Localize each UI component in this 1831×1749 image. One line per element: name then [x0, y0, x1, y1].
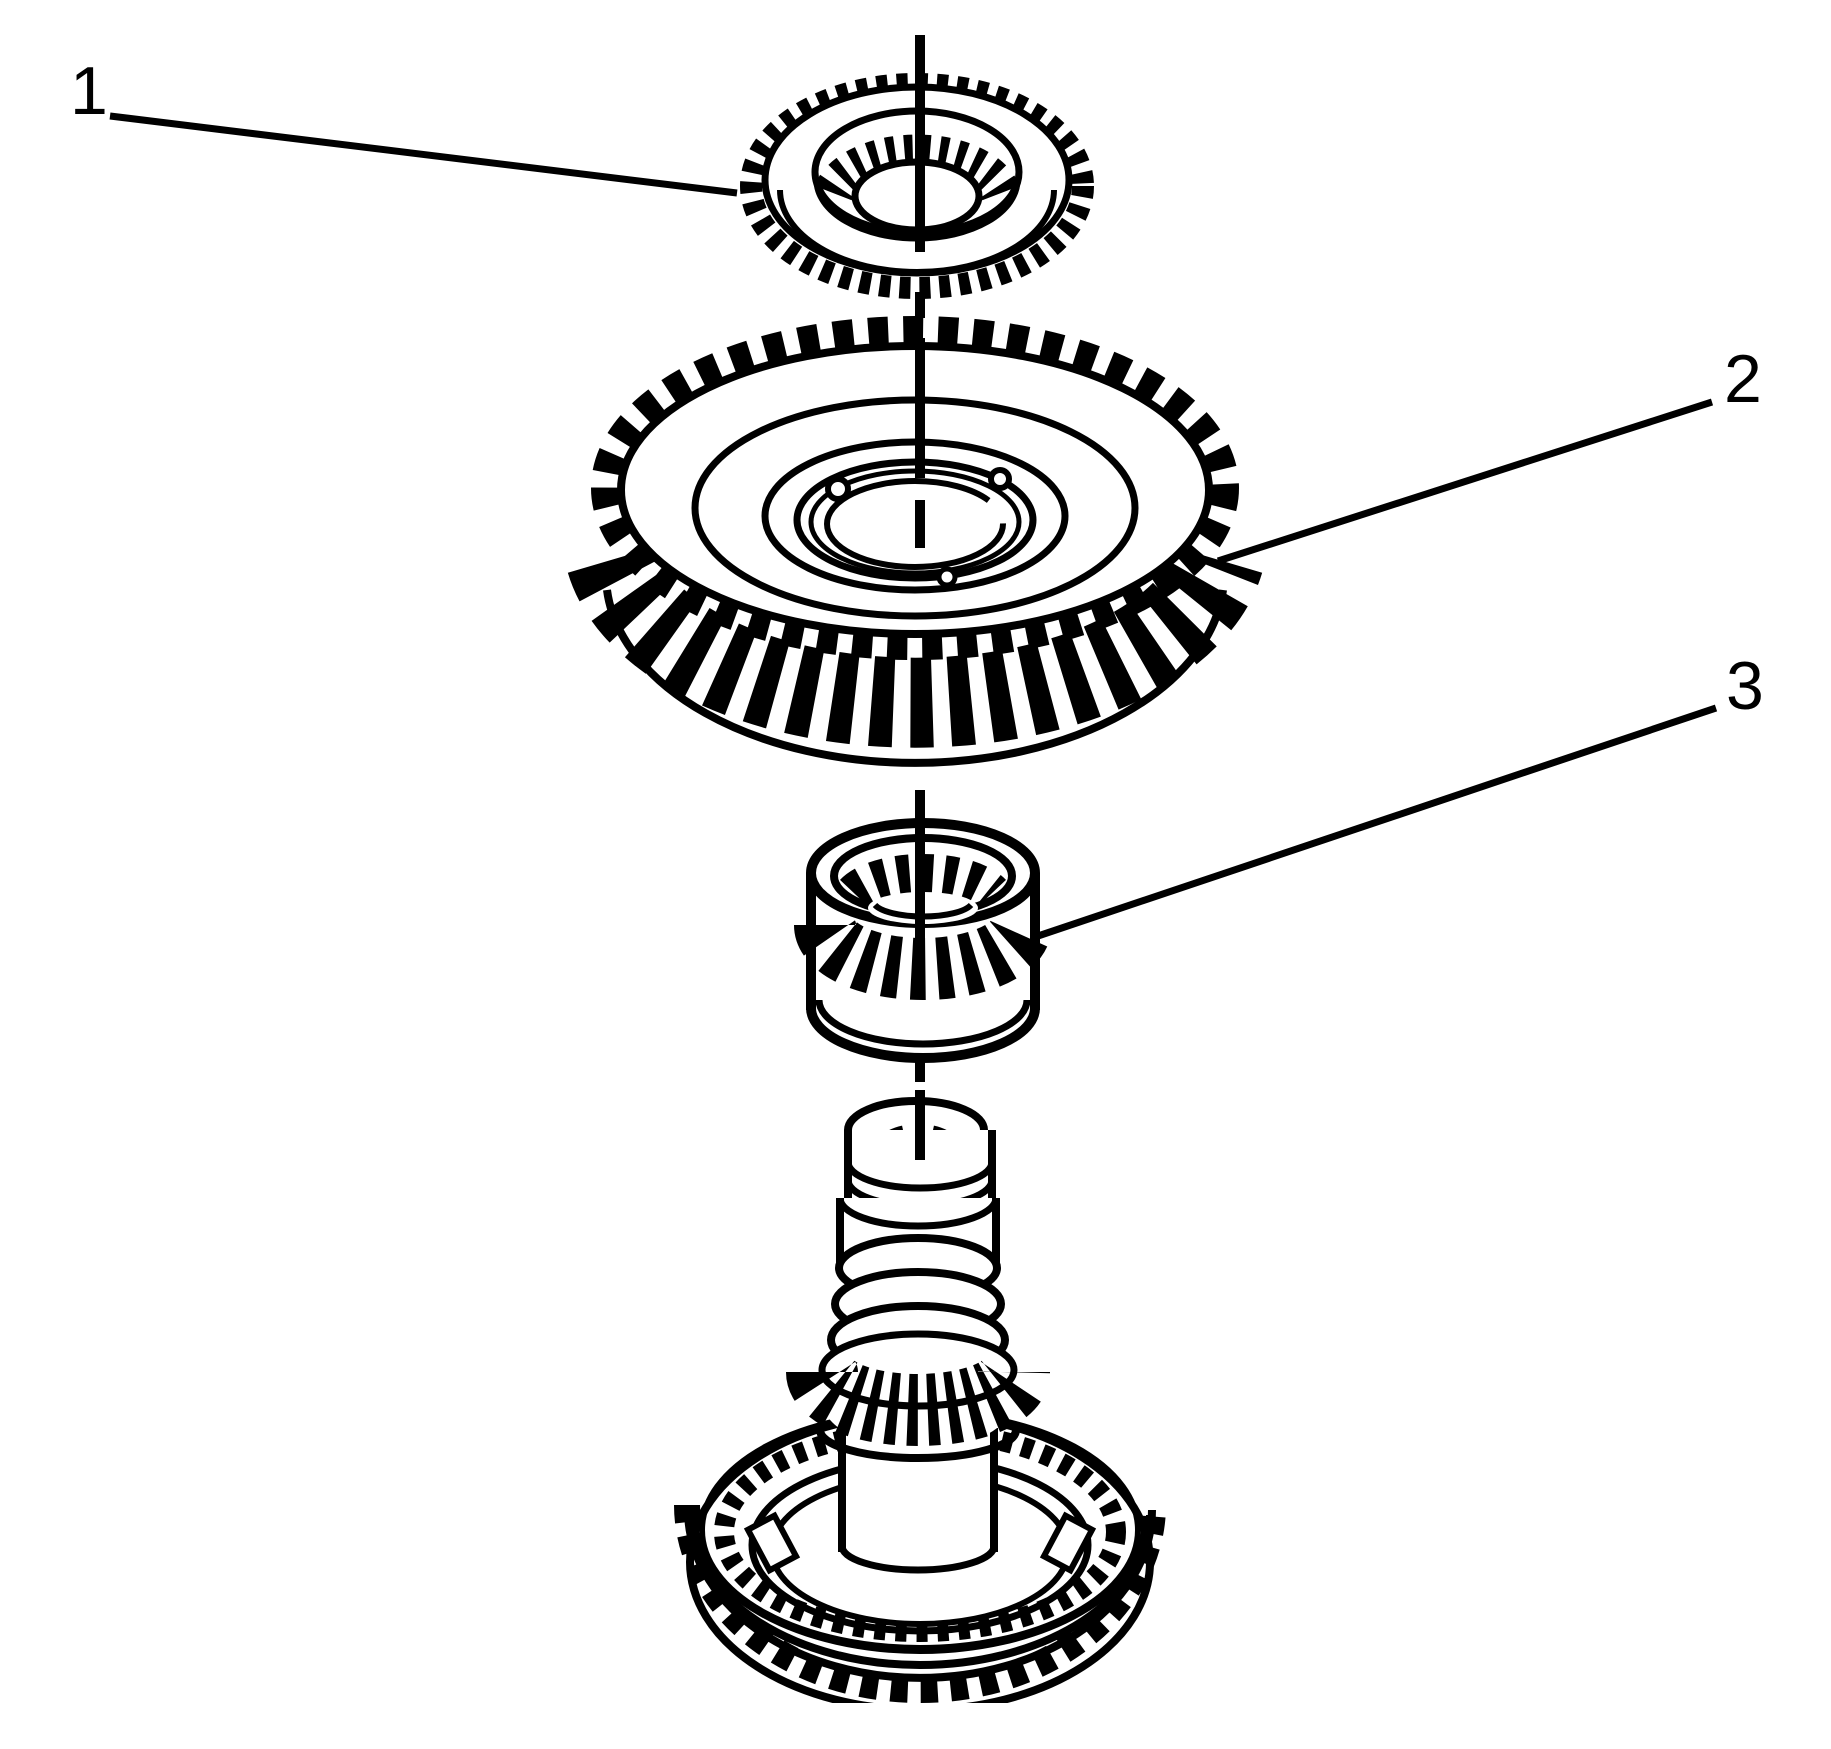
gear-circlip: [824, 478, 1006, 570]
hub-bottom-gear-teeth: [674, 1504, 1166, 1703]
gear-bottom-edge: [603, 589, 1227, 767]
ring-internal-splines: [814, 134, 1020, 202]
hub-key-left: [743, 1511, 801, 1575]
callout-3-label: 3: [1726, 648, 1764, 724]
shaft-splines: [786, 1359, 1050, 1446]
callout-1-label: 1: [70, 53, 108, 129]
shaft-shoulder: [836, 1197, 1000, 1230]
shaft-ridge-1: [844, 1161, 996, 1192]
circlip-tab-right: [988, 467, 1012, 491]
callout-3-leader: [1036, 704, 1718, 940]
callout-2-leader: [1216, 398, 1714, 565]
shaft-spline-collar-bottom: [816, 1429, 1020, 1462]
ring-flange-inner-edge: [777, 189, 1057, 275]
circlip-tab-left: [825, 476, 851, 502]
callouts: 1 2 3: [70, 53, 1764, 940]
callout-1-leader: [109, 112, 738, 197]
callout-2-label: 2: [1724, 341, 1762, 417]
hub-key-right: [1039, 1511, 1097, 1575]
bearing-bottom-rim: [815, 999, 1031, 1048]
gear-side-teeth: [567, 545, 1263, 748]
gear-face-teeth: [591, 316, 1239, 660]
output-shaft-part: [674, 1097, 1166, 1703]
bearing-front-rollers: [794, 918, 1052, 1000]
circlip-tab-bottom: [936, 566, 958, 588]
